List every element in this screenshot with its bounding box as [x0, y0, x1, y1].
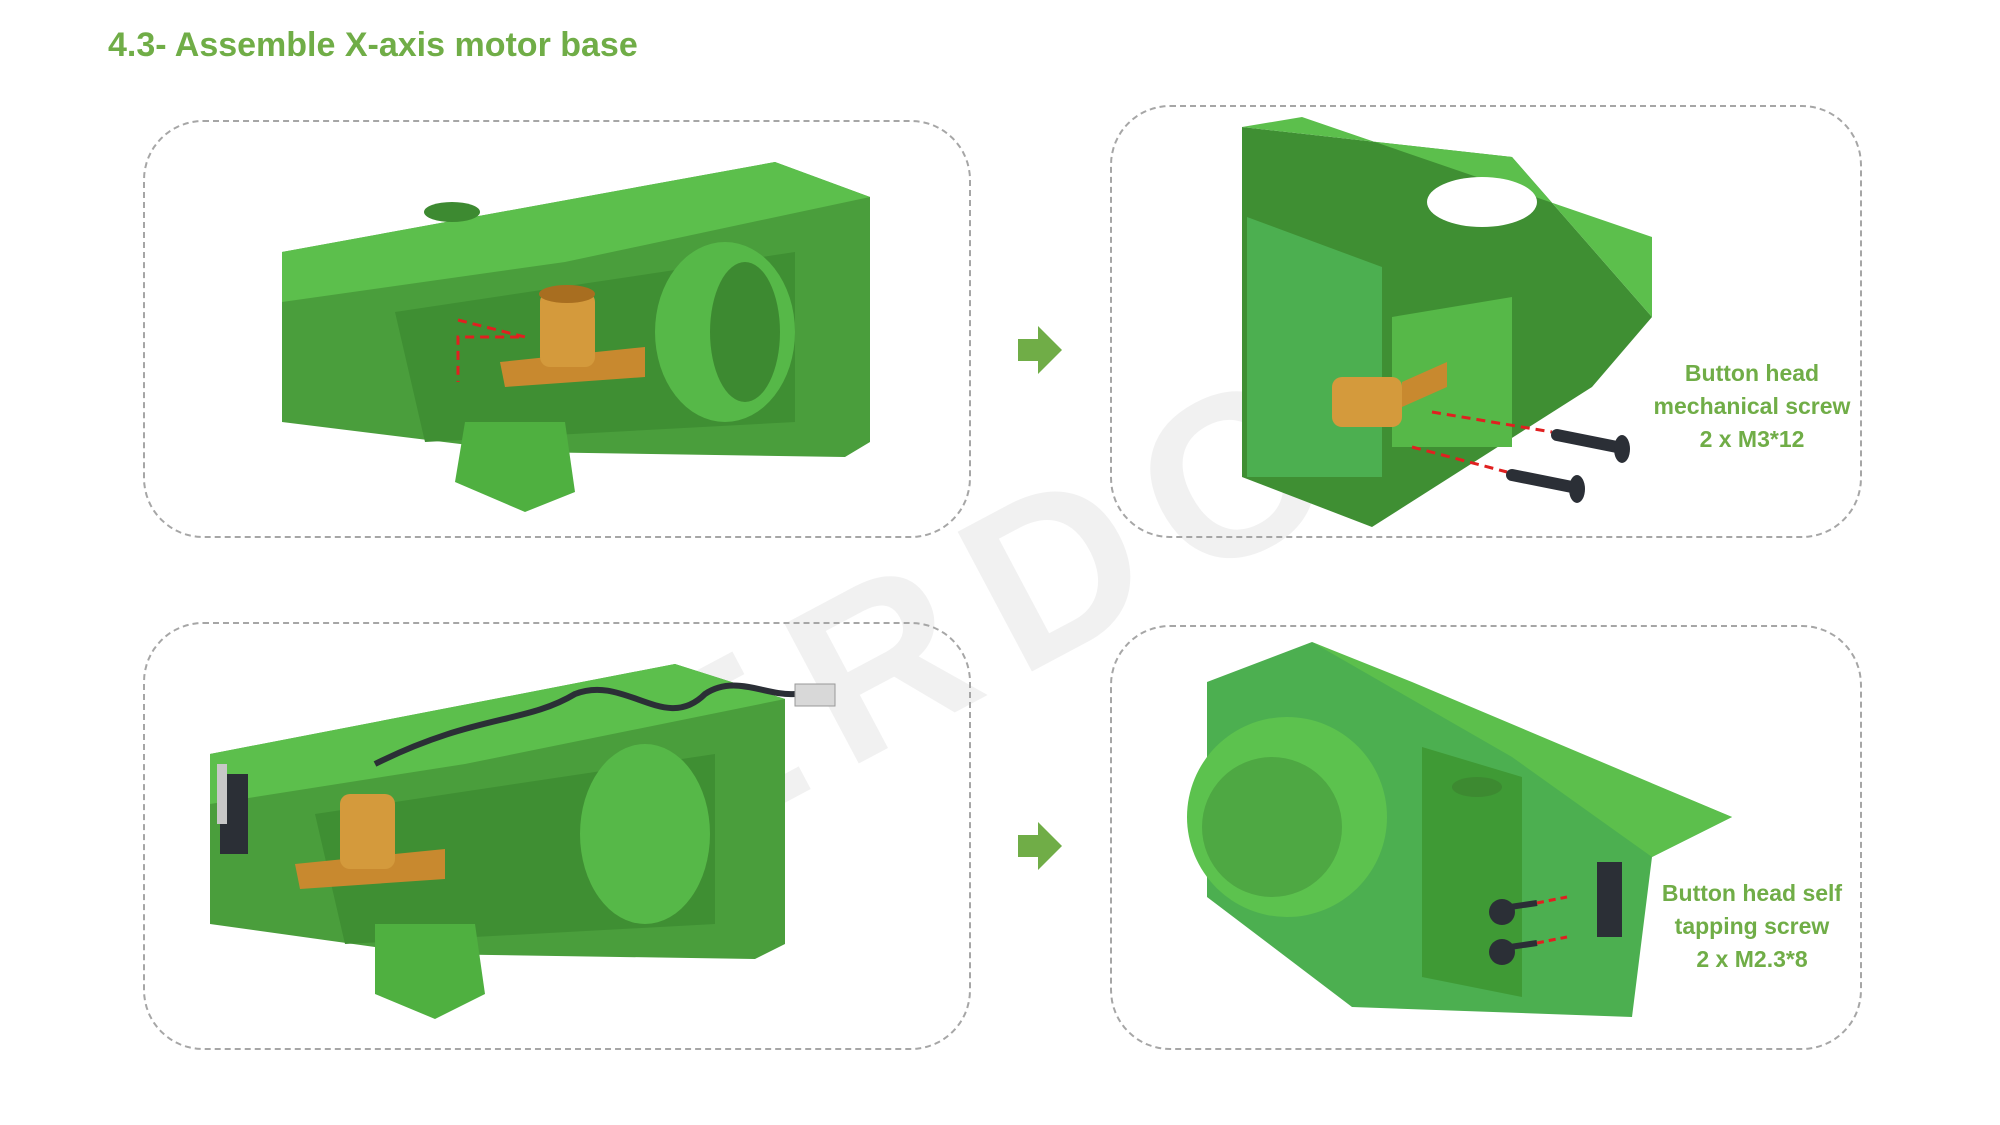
- motor-base-with-nut-illustration: [282, 162, 870, 512]
- callout-line: Button head: [1684, 360, 1820, 386]
- screw-m2-icon: [1489, 899, 1538, 925]
- screw-callout: Button head self tapping screw 2 x M2.3*…: [1632, 877, 1872, 976]
- screw-m2-icon: [1489, 939, 1538, 965]
- page-title: 4.3- Assemble X-axis motor base: [108, 26, 638, 64]
- step-3-panel: [143, 622, 971, 1050]
- screw-m3-icon: [1506, 469, 1585, 503]
- step-4-panel: Button head self tapping screw 2 x M2.3*…: [1110, 625, 1862, 1050]
- screw-callout: Button head mechanical screw 2 x M3*12: [1632, 357, 1872, 456]
- motor-base-with-switch-illustration: [210, 664, 836, 1019]
- screw-m3-icon: [1551, 429, 1630, 463]
- callout-line: 2 x M2.3*8: [1696, 946, 1808, 972]
- arrow-right-icon: [1018, 822, 1062, 870]
- motor-base-switch-screws-illustration: [1187, 642, 1732, 1017]
- step-2-panel: Button head mechanical screw 2 x M3*12: [1110, 105, 1862, 538]
- step-1-panel: [143, 120, 971, 538]
- callout-line: Button head self: [1661, 880, 1843, 906]
- callout-line: tapping screw: [1674, 913, 1830, 939]
- arrow-right-icon: [1018, 326, 1062, 374]
- callout-line: mechanical screw: [1653, 393, 1851, 419]
- callout-line: 2 x M3*12: [1699, 426, 1805, 452]
- motor-base-screw-insertion-illustration: [1242, 117, 1652, 527]
